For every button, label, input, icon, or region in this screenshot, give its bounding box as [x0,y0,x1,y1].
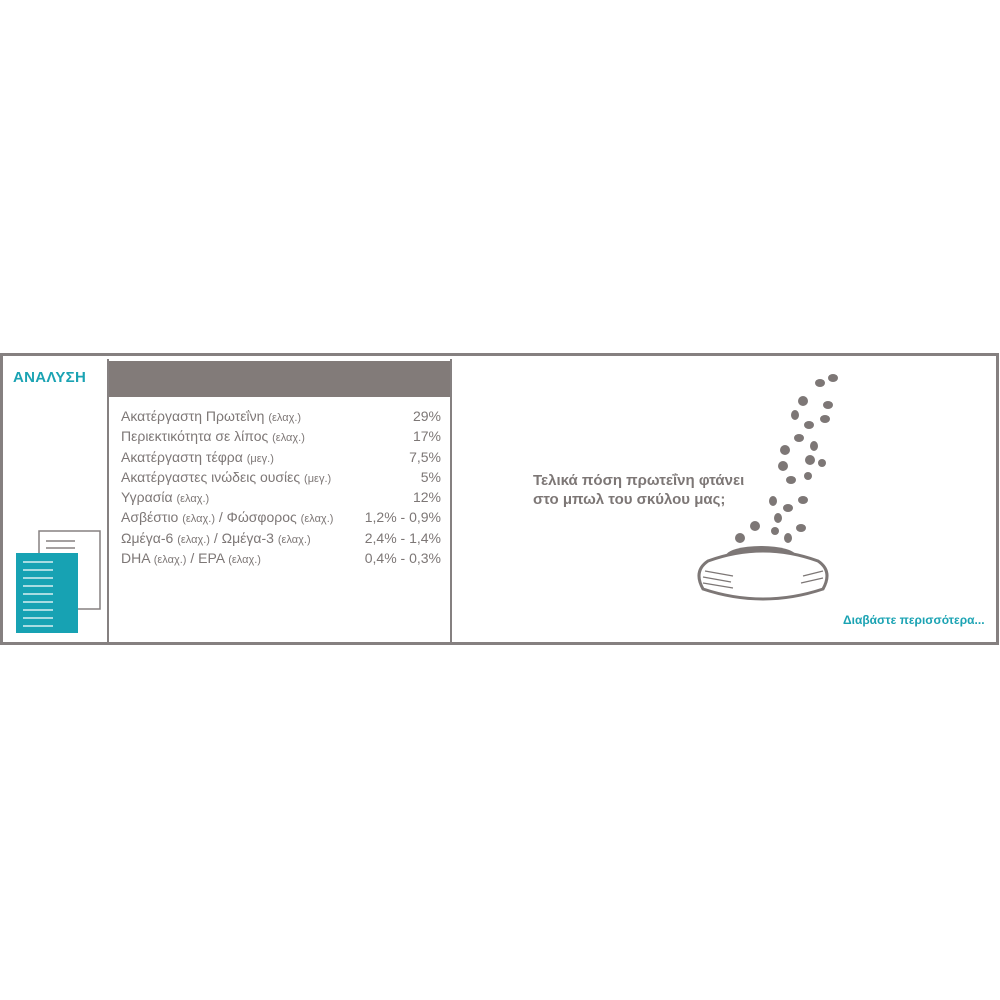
analysis-table: Ακατέργαστη Πρωτεΐνη (ελαχ.) 29% Περιεκτικ… [121,406,441,568]
table-header-band [109,361,452,397]
row-label: Ασβέστιο (ελαχ.) / Φώσφορος (ελαχ.) [121,509,334,526]
table-row: Υγρασία (ελαχ.) 12% [121,487,441,507]
documents-icon [16,530,101,633]
row-label: Ακατέργαστες ινώδεις ουσίες (μεγ.) [121,468,332,485]
row-value: 5% [420,468,441,485]
row-label: DHA (ελαχ.) / EPA (ελαχ.) [121,550,261,567]
row-value: 0,4% - 0,3% [364,550,441,567]
table-row: Ασβέστιο (ελαχ.) / Φώσφορος (ελαχ.) 1,2% … [121,507,441,527]
row-value: 2,4% - 1,4% [364,529,441,546]
row-value: 12% [412,489,441,506]
table-row: Ακατέργαστες ινώδεις ουσίες (μεγ.) 5% [121,467,441,487]
read-more-link[interactable]: Διαβάστε περισσότερα... [843,613,985,627]
promo-line-1: Τελικά πόση πρωτεΐνη φτάνει [533,472,745,489]
row-value: 1,2% - 0,9% [364,509,441,526]
row-label: Υγρασία (ελαχ.) [121,489,210,506]
row-value: 7,5% [409,448,441,465]
row-label: Περιεκτικότητα σε λίπος (ελαχ.) [121,428,305,445]
table-row: DHA (ελαχ.) / EPA (ελαχ.) 0,4% - 0,3% [121,548,441,568]
section-title: ΑΝΑΛΥΣΗ [13,369,87,386]
dog-food-bowl-icon [697,374,838,601]
row-label: Ακατέργαστη τέφρα (μεγ.) [121,448,274,465]
table-row: Περιεκτικότητα σε λίπος (ελαχ.) 17% [121,426,441,446]
promo-question: Τελικά πόση πρωτεΐνη φτάνει στο μπωλ του… [533,471,744,509]
row-value: 17% [412,428,441,445]
table-row: Ακατέργαστη Πρωτεΐνη (ελαχ.) 29% [121,406,441,426]
analysis-panel: ΑΝΑΛΥΣΗ Ακατέργαστη Πρωτεΐνη (ελαχ.) 29% Π… [0,353,999,645]
row-value: 29% [412,408,441,424]
table-row: Ωμέγα-6 (ελαχ.) / Ωμέγα-3 (ελαχ.) 2,4% - … [121,528,441,548]
divider [450,359,452,642]
row-label: Ακατέργαστη Πρωτεΐνη (ελαχ.) [121,408,302,424]
table-row: Ακατέργαστη τέφρα (μεγ.) 7,5% [121,447,441,467]
row-label: Ωμέγα-6 (ελαχ.) / Ωμέγα-3 (ελαχ.) [121,529,311,546]
divider [107,359,109,642]
promo-line-2: στο μπωλ του σκύλου μας; [533,491,726,508]
